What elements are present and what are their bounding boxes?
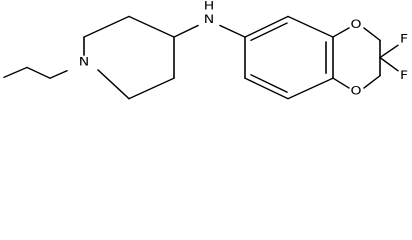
bond-cf2-f-bottom — [379, 56, 399, 72]
atom-labels: N N H O O F F — [79, 0, 408, 98]
bond-ar-c2-c3 — [287, 15, 334, 38]
bond-propyl-ch3-ch2 — [3, 66, 28, 78]
bond-propyl-ch2-ch2 — [26, 66, 51, 79]
bond-ar-c5-c6 — [244, 77, 289, 100]
structure-canvas: N N H O O F F — [0, 0, 412, 102]
benzene-ring — [244, 15, 334, 100]
propyl-chain — [3, 66, 68, 79]
amine-linker — [173, 24, 246, 38]
bond-o-bottom-cf2 — [363, 75, 381, 89]
bond-ar-c1-c2-inner — [250, 22, 288, 41]
bond-ar-o-bottom — [332, 77, 350, 89]
bond-o-top-cf2 — [363, 27, 381, 41]
bond-nh-aryl — [219, 24, 246, 38]
bond-ar-c4-c5 — [287, 77, 334, 100]
molecule-drawing: N N H O O F F — [3, 0, 408, 100]
fluorine-top-label: F — [400, 33, 408, 46]
bond-ar-c5-c6-inner — [250, 74, 288, 93]
bond-c2-c3 — [83, 15, 130, 38]
nh-nitrogen-label: N — [204, 13, 214, 26]
fluorine-bottom-label: F — [400, 69, 408, 82]
bond-ar-o-top — [332, 27, 350, 38]
nitrogen-ring-label: N — [79, 56, 89, 69]
bond-c6-n — [97, 69, 130, 100]
bond-propyl-to-n — [49, 70, 68, 79]
piperidine-ring — [83, 15, 175, 100]
bond-cf2-f-top — [379, 44, 399, 59]
oxygen-bottom-label: O — [350, 85, 361, 98]
oxygen-top-label: O — [350, 18, 361, 31]
bond-c3-c4 — [128, 15, 175, 38]
bond-ar-c1-c2 — [244, 15, 289, 38]
bond-c5-c6 — [128, 77, 175, 100]
difluorodioxole-ring — [332, 27, 399, 89]
nh-hydrogen-label: H — [204, 0, 215, 13]
bond-c4-nh — [173, 24, 199, 38]
